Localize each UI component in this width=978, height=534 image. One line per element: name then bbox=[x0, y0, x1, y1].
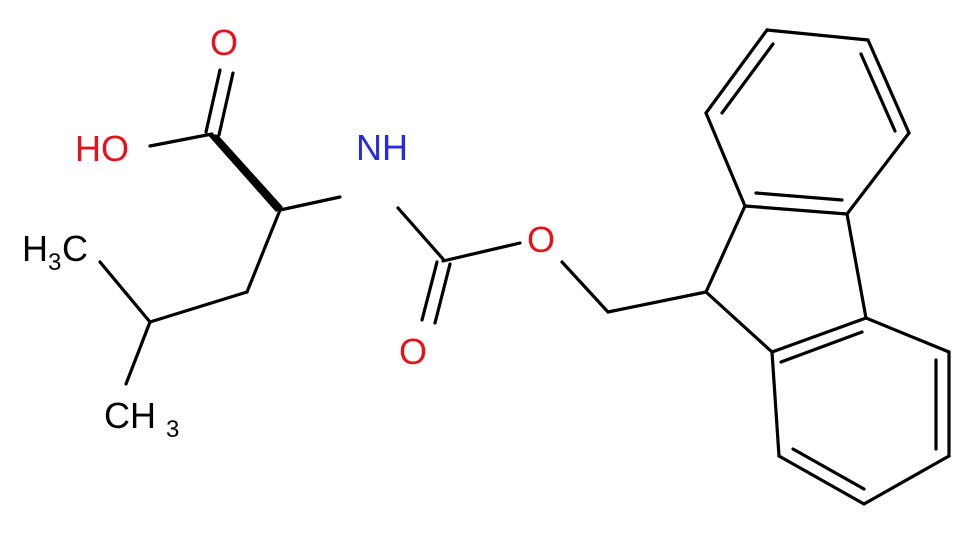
bond-upper-fused bbox=[743, 204, 849, 216]
methyl-lower-subscript: 3 bbox=[166, 416, 179, 443]
bond-c9-lower bbox=[704, 290, 774, 354]
atom-label-hydroxyl: HO bbox=[75, 128, 129, 169]
bond-gamma-methyl-upper bbox=[98, 260, 152, 324]
methyl-upper-h: H bbox=[22, 228, 48, 269]
methyl-upper-c: C bbox=[62, 228, 88, 269]
bond-ub-2 bbox=[704, 28, 769, 115]
bond-wedge-alpha bbox=[206, 133, 283, 212]
bond-biaryl bbox=[845, 212, 868, 320]
bond-ub-3 bbox=[765, 28, 870, 42]
side-chain bbox=[98, 208, 282, 386]
bond-alpha-n bbox=[278, 195, 342, 212]
bond-n-carbonyl bbox=[396, 206, 445, 261]
bond-ub-4 bbox=[866, 38, 911, 135]
bond-cooh-double-2 bbox=[217, 71, 235, 137]
carbamate-group bbox=[278, 195, 708, 325]
bond-carbamate-double-1 bbox=[420, 260, 439, 322]
bond-beta-gamma bbox=[148, 290, 249, 324]
bond-o-ch2 bbox=[560, 260, 610, 314]
atom-label-methyl-upper: H 3 C bbox=[22, 228, 88, 276]
methyl-upper-subscript: 3 bbox=[48, 249, 61, 276]
bond-carbamate-double-2 bbox=[433, 262, 452, 325]
bond-ub-4-inner bbox=[859, 52, 897, 133]
bond-lb-3 bbox=[862, 454, 951, 506]
carboxyl-group bbox=[148, 68, 283, 212]
bond-lb-1 bbox=[864, 316, 951, 354]
bond-lb-4-inner bbox=[791, 447, 866, 491]
bond-carbonyl-o bbox=[441, 241, 522, 263]
bond-lower-fused bbox=[770, 316, 868, 354]
bond-lb-4 bbox=[777, 454, 866, 506]
atom-label-carbonyl-oxygen-acid: O bbox=[210, 22, 238, 63]
atom-label-carbonyl-oxygen-carbamate: O bbox=[399, 331, 427, 372]
bond-lower-fused-inner bbox=[779, 330, 864, 364]
bond-cooh-double-1 bbox=[204, 68, 222, 134]
atom-label-methyl-lower: CH 3 bbox=[104, 395, 179, 443]
bond-ch2-c9 bbox=[606, 290, 708, 314]
atom-label-nh: NH bbox=[356, 127, 408, 168]
bond-lb-5 bbox=[770, 350, 781, 458]
bond-gamma-methyl-lower bbox=[124, 320, 152, 386]
bond-ub-1 bbox=[704, 111, 747, 208]
bond-c-oh bbox=[148, 132, 214, 148]
methyl-lower-ch: CH bbox=[104, 395, 156, 436]
atom-label-ester-oxygen: O bbox=[527, 219, 555, 260]
bond-alpha-beta bbox=[245, 208, 282, 294]
bond-ub-5 bbox=[845, 131, 911, 216]
bond-c9-upper bbox=[704, 204, 747, 294]
bond-ub-2-inner bbox=[720, 42, 775, 115]
fluorene-ring bbox=[704, 28, 951, 506]
bond-upper-fused-inner bbox=[754, 191, 844, 202]
